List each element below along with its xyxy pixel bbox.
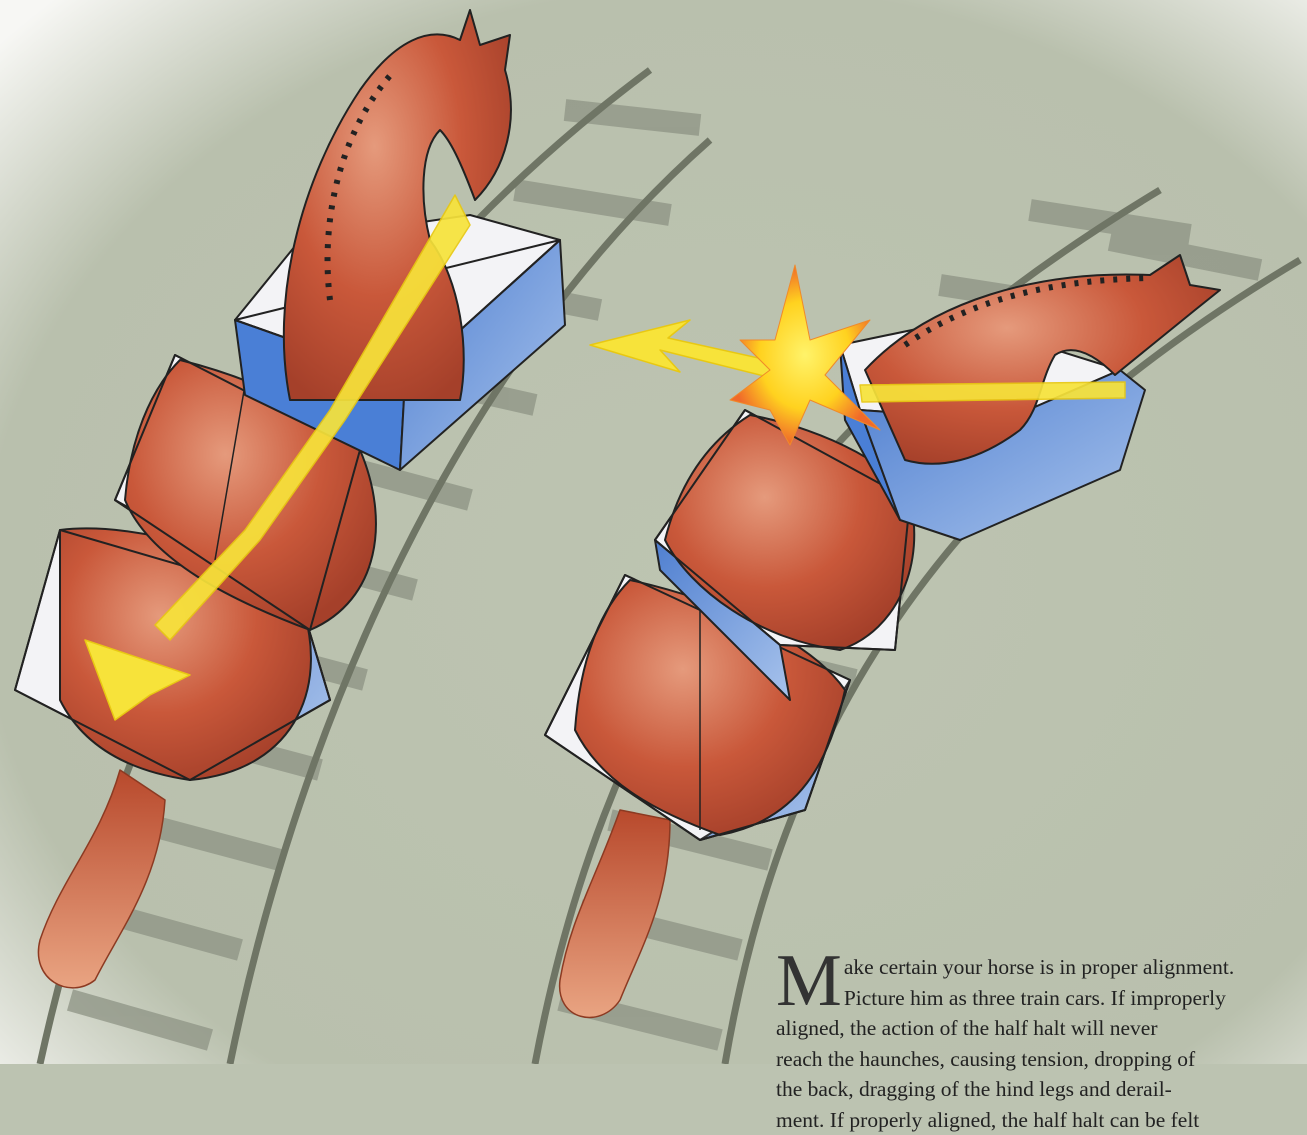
illustration (0, 0, 1307, 1064)
caption-line-6: ment. If properly aligned, the half halt… (776, 1108, 1199, 1132)
caption-line-1: ake certain your horse is in proper alig… (844, 955, 1234, 979)
drop-cap: M (776, 954, 842, 1008)
caption-line-3: aligned, the action of the half halt wil… (776, 1016, 1158, 1040)
caption-line-2: Picture him as three train cars. If impr… (844, 986, 1226, 1010)
caption-line-4: reach the haunches, causing tension, dro… (776, 1047, 1195, 1071)
caption-line-5: the back, dragging of the hind legs and … (776, 1077, 1172, 1101)
right-horse-arrow (860, 382, 1125, 402)
caption-paragraph: M ake certain your horse is in proper al… (776, 952, 1307, 1135)
